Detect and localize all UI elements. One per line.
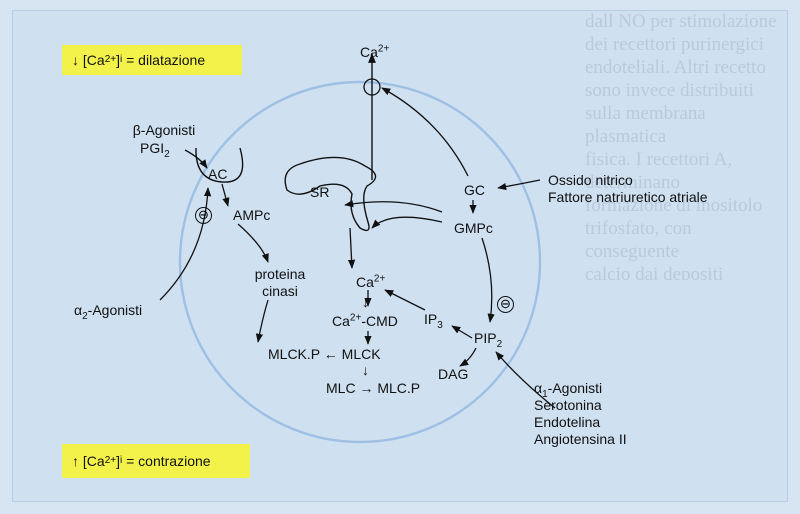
pip2-base: PIP (474, 330, 497, 346)
pk-to-mlckp-arrow (255, 299, 269, 343)
protein-kinase-line1: proteina (254, 266, 306, 282)
mlc-row: MLC → MLC.P (326, 380, 420, 396)
mlck-down-arrow: ↓ (362, 362, 369, 378)
cacmd-node: Ca2+-CMD (332, 313, 398, 329)
efflux-ca-sup: 2+ (377, 43, 390, 55)
alpha2-rest: -Agonisti (87, 302, 143, 318)
alpha1-rest: -Agonisti (547, 380, 603, 396)
endothelin-label: Endotelina (534, 414, 601, 430)
ampc-node: AMPc (233, 207, 271, 223)
mlck-arrow: ← (319, 346, 342, 362)
gc-to-efflux-arrow (381, 87, 469, 177)
pgi2-sub: 2 (164, 148, 170, 160)
pgi2-label: PGI2 (140, 140, 170, 159)
alpha1-base: α (534, 380, 543, 396)
alpha1-sub: 1 (542, 388, 548, 400)
alpha1-to-pip2-arrow (495, 351, 556, 409)
dilation-badge-ion: [Ca (82, 52, 105, 68)
beta-agonists-label: β-Agonisti (132, 122, 196, 138)
gmpc-inhibition-marker: ⊖ (497, 296, 514, 313)
efflux-ca-base: Ca (360, 44, 378, 60)
alpha1-agonists-label: α1-Agonisti (534, 380, 603, 399)
ac-to-ampc-arrow (221, 183, 230, 207)
no-to-gc-arrow (497, 179, 541, 191)
beta-to-ac-arrow (184, 149, 208, 169)
cacmd-sup: 2+ (349, 312, 362, 324)
protein-kinase-line2: cinasi (262, 283, 298, 299)
contraction-badge-arrow: ↑ (72, 453, 79, 469)
gmpc-to-pip2-arrow (481, 237, 495, 323)
pgi2-base: PGI (140, 140, 165, 156)
dilation-badge-arrow: ↓ (72, 52, 79, 68)
ac-receptor (195, 147, 244, 183)
gmpc-node: GMPc (454, 220, 493, 236)
alpha2-agonists-label: α2-Agonisti (74, 302, 143, 321)
atrial-natriuretic-label: Fattore natriuretico atriale (548, 189, 708, 205)
ampc-to-pk-arrow (237, 223, 269, 263)
ip3-sub: 3 (437, 319, 443, 331)
ca-node: Ca2+ (356, 274, 385, 290)
mlc-arrow: → (355, 380, 378, 396)
alpha2-sub: 2 (82, 310, 88, 322)
contraction-badge-close: ] (116, 453, 120, 469)
contraction-badge-effect: = contrazione (122, 453, 211, 469)
alpha2-inhibition-marker: ⊖ (195, 207, 212, 224)
sr-node: SR (310, 184, 330, 200)
efflux-pump (363, 78, 381, 96)
sr-to-ca-arrow (347, 227, 356, 269)
ip3-node: IP3 (424, 311, 443, 330)
dilation-badge-close: ] (116, 52, 120, 68)
ca-node-sup: 2+ (373, 273, 386, 285)
dilation-badge-effect: = dilatazione (122, 52, 206, 68)
ip3-to-ca-arrow (384, 289, 426, 311)
dag-node: DAG (438, 366, 469, 382)
pip2-to-ip3-arrow (451, 325, 473, 339)
background-text: dall NO per stimolazione dei recettori p… (585, 11, 777, 280)
gmpc-to-sr-arrow (371, 216, 443, 229)
sr-down-arrow: ↓ (362, 294, 369, 310)
ac-node: AC (208, 166, 228, 182)
pip2-sub: 2 (496, 338, 503, 350)
mlck-row: MLCK.P ← MLCK (268, 346, 381, 362)
alpha2-base: α (74, 302, 83, 318)
ca-node-base: Ca (356, 274, 374, 290)
alpha2-inhibition-arrow (159, 187, 212, 301)
efflux-ca-label: Ca2+ (360, 44, 389, 60)
pip2-to-dag-arrow (459, 347, 477, 367)
mlck-node: MLCK (341, 346, 381, 362)
contraction-badge-ion: [Ca (82, 453, 105, 469)
cacmd-rest: -CMD (361, 313, 398, 329)
cacmd-base: Ca (332, 313, 350, 329)
gc-node: GC (464, 182, 485, 198)
mlcp-node: MLC.P (377, 380, 421, 396)
pip2-node: PIP2 (474, 330, 502, 349)
mlckp-node: MLCK.P (268, 346, 320, 362)
angiotensin-label: Angiotensina II (534, 431, 627, 447)
gc-to-sr-arrow (344, 200, 443, 213)
serotonin-label: Serotonina (534, 397, 602, 413)
mlc-node: MLC (326, 380, 356, 396)
sarcoplasmic-reticulum (284, 156, 377, 232)
cell-membrane (178, 80, 542, 444)
ip3-base: IP (424, 311, 438, 327)
nitric-oxide-label: Ossido nitrico (548, 172, 633, 188)
diagram-panel (12, 10, 788, 502)
